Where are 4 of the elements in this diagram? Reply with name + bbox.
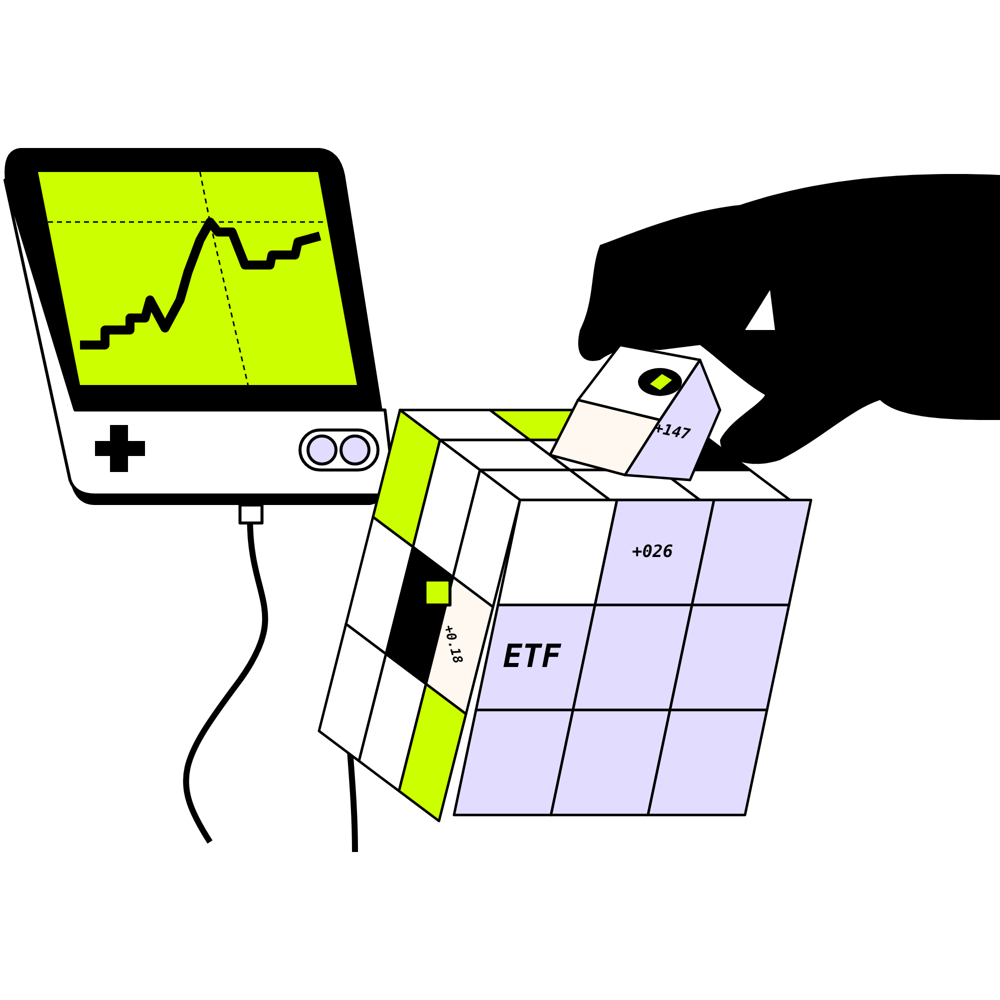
tile-label: +026: [632, 544, 673, 561]
tile-label: +0.18: [441, 624, 464, 666]
tile-label: ETF: [503, 640, 561, 672]
tile-label: +147: [652, 420, 692, 443]
